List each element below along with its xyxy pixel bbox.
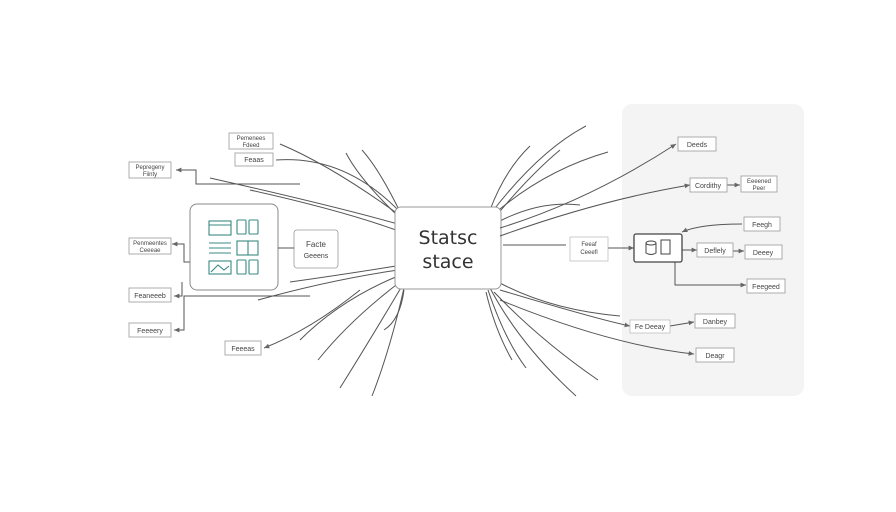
panel-title-line1: Facte [306,240,327,249]
label-text: Feegh [752,222,772,229]
window-icon [208,220,232,236]
right-label-deflely: Deflely [696,242,734,258]
fan-curve [489,145,531,211]
label-text: Ceeeae [139,248,161,254]
left-label-feaneeeb: Feaneeeb [128,287,172,303]
fan-curve [317,281,401,361]
fan-curve [497,281,621,317]
image-icon [208,260,232,275]
label-text: Feeeas [231,346,255,353]
left-label-feeeas: Feeeas [224,340,262,356]
right-label-cordithy: Cordithy [689,177,728,193]
right-label-eeeened: Eeeened Peer [740,175,778,193]
fan-curve [361,149,403,217]
center-title-line2: stace [422,251,473,273]
left-label-penmeentes: Penmeentes Ceeeae [128,237,172,255]
label-text: Deflely [704,248,726,255]
left-label-feaas-top: Feaas [234,152,274,167]
left-icon-panel [189,203,279,291]
right-label-feeaf: Feeaf Ceeefl [569,236,609,262]
list-icon [209,242,231,254]
label-text: Feeaf [581,242,597,248]
fan-curve [497,203,581,223]
left-label-pemenees: Pemenees Fdeed [228,132,274,150]
phone-icon [236,219,259,235]
left-label-feeeery: Feeeery [128,322,172,338]
label-text: Feaneeeb [134,293,166,300]
right-label-deeds: Deeds [677,136,717,152]
right-label-feegh: Feegh [743,216,781,232]
right-connectors [499,143,746,356]
label-text: Pemenees [237,136,266,142]
fan-curve [279,143,399,215]
left-panel-title-box: Facte Geeens [293,229,339,269]
fan-curve [249,189,397,231]
fan-curve [485,291,513,361]
database-icon [633,233,683,263]
label-text: Fe Deeay [635,324,666,331]
device-icon [236,259,259,275]
label-text: Pepregeny [135,165,164,171]
fan-curve [345,152,401,219]
left-labels: Pemenees Fdeed Feaas Pepregeny Fiinty Pe… [128,132,274,356]
left-label-pepregeny: Pepregeny Fiinty [128,161,172,179]
fan-curve [487,289,527,369]
label-text: Eeeened [747,179,771,185]
fan-curve [289,265,397,283]
label-text: Fiinty [143,172,157,178]
center-title-line1: Statsc [419,227,478,249]
right-label-danbey: Danbey [694,313,736,329]
left-bracket-connectors [172,167,361,349]
label-text: Fdeed [242,143,259,149]
label-text: Feaas [244,157,264,164]
fan-curve [495,149,561,217]
label-text: Feegeed [752,284,780,291]
label-text: Feeeery [137,328,163,335]
fan-curve [491,125,587,213]
label-text: Peer [753,186,766,192]
label-text: Cordithy [695,183,722,190]
label-text: Ceeefl [580,250,597,256]
label-text: Danbey [703,319,728,326]
fan-curve [383,289,405,331]
right-label-fe-deeay: Fe Deeay [629,319,671,334]
fan-curve [299,275,399,341]
label-text: Deeds [687,142,708,149]
center-node: Statsc stace [394,206,502,290]
fan-curve [493,291,599,381]
label-text: Deeey [753,250,774,257]
right-label-deagr: Deagr [695,347,735,363]
fan-curve [275,159,401,213]
label-text: Penmeentes [133,241,167,247]
tablet-icon [236,240,259,256]
right-labels: Deeds Cordithy Eeeened Peer Feeaf Ceeefl… [569,136,786,363]
panel-title-line2: Geeens [304,253,329,260]
fan-curve [489,287,577,397]
right-label-feegeed: Feegeed [746,278,786,294]
fan-curve [339,285,403,389]
label-text: Deagr [705,353,725,360]
fan-curve [371,287,405,397]
right-label-deeey: Deeey [744,244,783,260]
